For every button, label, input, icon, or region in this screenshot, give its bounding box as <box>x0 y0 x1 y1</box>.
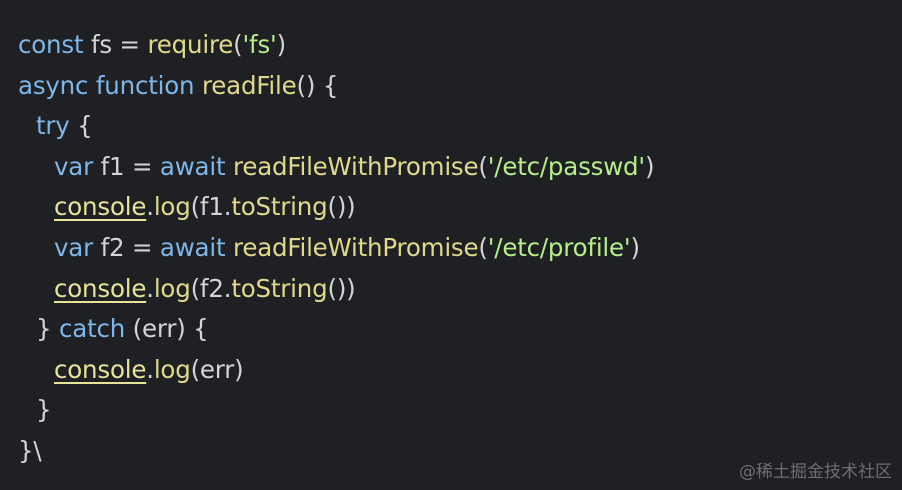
keyword-token: await <box>159 151 226 181</box>
function-token: readFile <box>201 70 297 100</box>
console-token: console <box>54 354 147 384</box>
code-line-4: var f1 = await readFileWithPromise('/etc… <box>18 147 655 188</box>
plain-token: ) <box>644 151 655 181</box>
plain-token: ( <box>233 30 243 59</box>
keyword-token: function <box>95 70 195 100</box>
plain-token: () { <box>296 70 339 100</box>
string-token: 'fs' <box>242 30 277 59</box>
plain-token: (f2. <box>190 273 232 303</box>
plain-token: ()) <box>327 192 356 222</box>
code-line-8: } catch (err) { <box>18 309 654 350</box>
code-line-11: }\ <box>18 431 654 472</box>
plain-token: } <box>36 395 52 425</box>
console-token: console <box>54 192 147 222</box>
console-token: console <box>54 273 147 303</box>
function-token: require <box>147 30 234 59</box>
plain-token <box>194 71 202 100</box>
plain-token: } <box>36 314 59 344</box>
plain-token: f1 = <box>93 151 160 181</box>
code-line-6: var f2 = await readFileWithPromise('/etc… <box>18 228 654 269</box>
function-token: log <box>153 354 191 384</box>
code-line-3: try { <box>18 106 654 147</box>
plain-token: (err) { <box>125 314 209 344</box>
plain-token: (f1. <box>190 192 232 222</box>
plain-token <box>225 233 233 262</box>
watermark: @稀土掘金技术社区 <box>739 462 892 482</box>
function-token: readFileWithPromise <box>232 151 479 181</box>
function-token: toString <box>231 273 328 303</box>
function-token: readFileWithPromise <box>232 232 479 262</box>
code-line-10: } <box>18 390 654 431</box>
function-token: log <box>153 192 191 222</box>
code-line-1: const fs = require('fs') <box>18 25 654 66</box>
string-token: '/etc/profile' <box>487 232 631 262</box>
keyword-token: const <box>18 30 84 59</box>
plain-token: . <box>146 354 154 384</box>
code-line-2: async function readFile() { <box>18 66 654 107</box>
function-token: log <box>153 273 191 303</box>
plain-token: ( <box>478 151 488 181</box>
keyword-token: catch <box>58 314 126 344</box>
plain-token: . <box>146 192 154 222</box>
plain-token <box>88 71 96 100</box>
plain-token: fs = <box>83 30 148 59</box>
plain-token: { <box>69 111 93 141</box>
plain-token: f2 = <box>93 232 160 262</box>
plain-token: (err) <box>190 354 244 384</box>
keyword-token: await <box>159 232 226 262</box>
plain-token: ) <box>630 232 640 262</box>
plain-token: ( <box>478 232 488 262</box>
plain-token <box>225 152 233 181</box>
plain-token: ()) <box>327 273 356 303</box>
code-line-7: console.log(f2.toString()) <box>18 269 654 310</box>
keyword-token: async <box>18 70 89 100</box>
keyword-token: try <box>36 111 70 141</box>
keyword-token: var <box>54 232 93 262</box>
plain-token: . <box>146 273 154 303</box>
code-lines: const fs = require('fs') async function … <box>18 25 655 472</box>
plain-token: }\ <box>18 435 42 465</box>
code-line-9: console.log(err) <box>18 350 654 391</box>
plain-token: ) <box>276 30 287 59</box>
string-token: '/etc/passwd' <box>487 151 645 181</box>
keyword-token: var <box>54 151 93 181</box>
code-line-5: console.log(f1.toString()) <box>18 187 654 228</box>
function-token: toString <box>231 192 328 222</box>
